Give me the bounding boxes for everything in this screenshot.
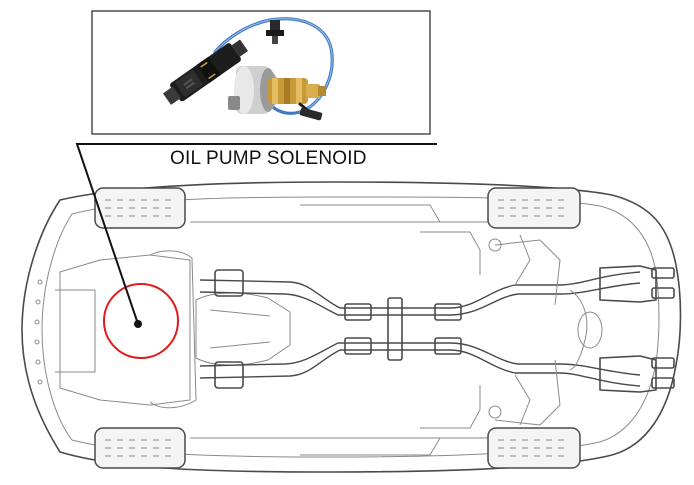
- wheel-front-right-icon: [94, 427, 186, 469]
- wheel-rear-right-icon: [487, 427, 581, 469]
- callout-label: OIL PUMP SOLENOID: [170, 148, 367, 169]
- wheel-front-left-icon: [94, 187, 186, 229]
- solenoid-location-highlight: [103, 283, 179, 359]
- oil-pump-solenoid-icon: [162, 17, 334, 121]
- callout-leader-line: [75, 143, 437, 325]
- wheel-rear-left-icon: [487, 187, 581, 229]
